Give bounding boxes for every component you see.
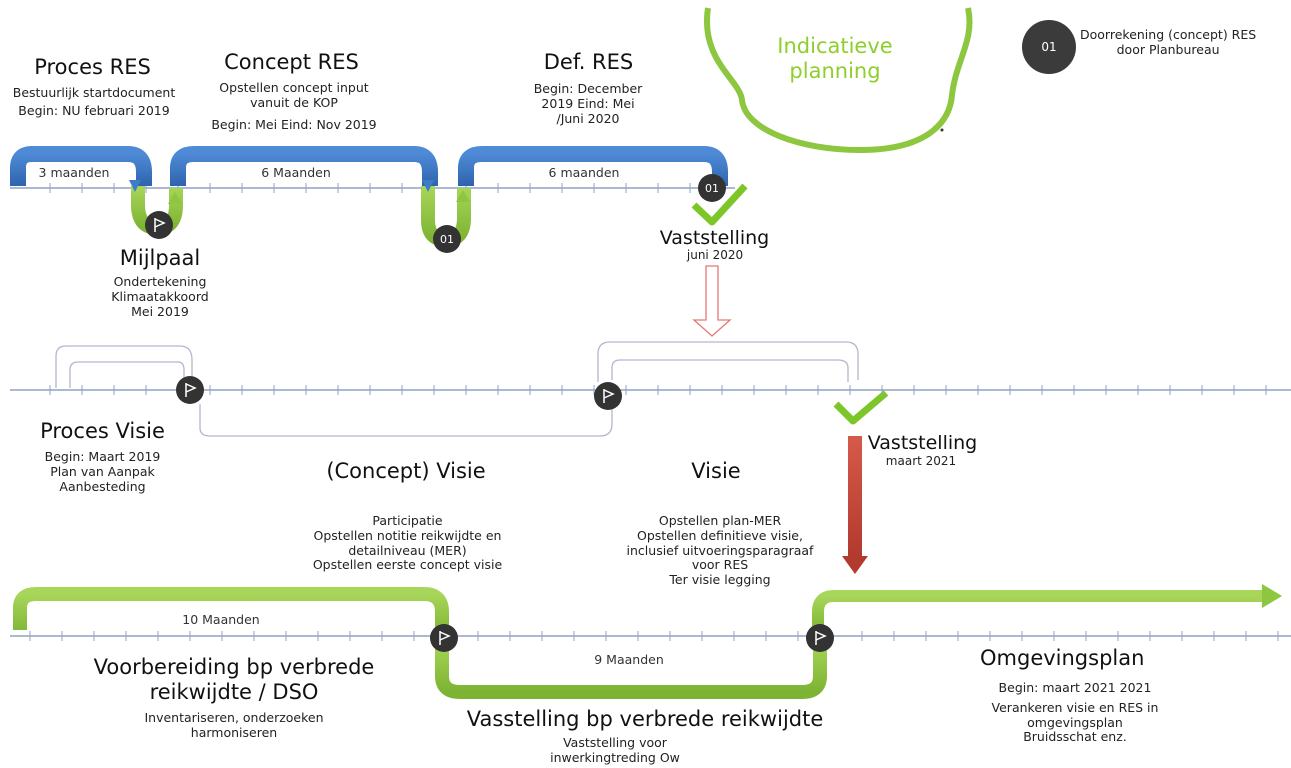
bp-flag-icon-2 [806,624,834,652]
visie-flag-icon-1 [176,376,204,404]
res-bar-1 [9,146,152,186]
res-vaststelling-title: Vaststelling [659,227,770,249]
res-duration-1: 3 maanden [38,165,110,180]
res-duration-3: 6 maanden [548,165,620,180]
bp-flag-icon-1 [430,624,458,652]
check-icon-1 [691,183,748,226]
visie-bracket-3 [597,341,859,382]
red-arrow-head [842,556,868,574]
visie-bracket-3b [611,359,849,382]
visie-bracket-1b [69,361,185,388]
hollow-arrow [692,265,732,337]
omgevingsplan-title: Omgevingsplan [980,646,1145,670]
visie-bracket-1 [55,345,193,388]
res-duration-2: 6 Maanden [261,165,331,180]
visie-bracket-2 [199,404,613,437]
res-bar-2 [170,146,438,186]
res-badge-a: 01 [433,225,461,253]
def-res-title: Def. RES [543,50,634,74]
proces-res-title: Proces RES [34,55,151,79]
concept-visie-title: (Concept) Visie [326,459,486,483]
res-bar-3 [458,146,728,186]
check-icon-2 [833,390,889,425]
res-arrow-2 [168,192,182,204]
res-arrow-3 [422,180,434,192]
omgevingsplan-lines: Begin: maart 2021 2021 Verankeren visie … [991,680,1159,745]
legend-badge: 01 [1022,20,1076,74]
visie-flag-icon-2 [594,382,622,410]
bp-duration-2: 9 Maanden [594,652,664,667]
res-badge-b: 01 [698,174,726,202]
vasstelling-bp-title: Vasstelling bp verbrede reikwijdte [466,707,824,731]
mijlpaal-title: Mijlpaal [119,246,201,270]
visie-vaststelling-date: maart 2021 [885,454,957,468]
res-vaststelling-date: juni 2020 [686,248,744,262]
red-arrow-shaft [848,436,862,556]
bp-arrow-head [1262,584,1282,608]
indicative-outline [703,7,973,154]
bp-bar-1 [13,587,449,636]
concept-res-title: Concept RES [224,50,359,74]
dot-marker [940,128,944,132]
milestone-flag-icon [145,211,173,239]
proces-visie-title: Proces Visie [40,419,165,443]
visie-title: Visie [691,459,741,483]
bp-bar-3 [812,590,1266,632]
bp-bar-2 [435,640,827,699]
bp-duration-1: 10 Maanden [182,612,260,627]
res-arrow-4 [456,190,470,202]
res-arrow-1 [129,180,141,192]
visie-vaststelling-title: Vaststelling [867,432,978,454]
